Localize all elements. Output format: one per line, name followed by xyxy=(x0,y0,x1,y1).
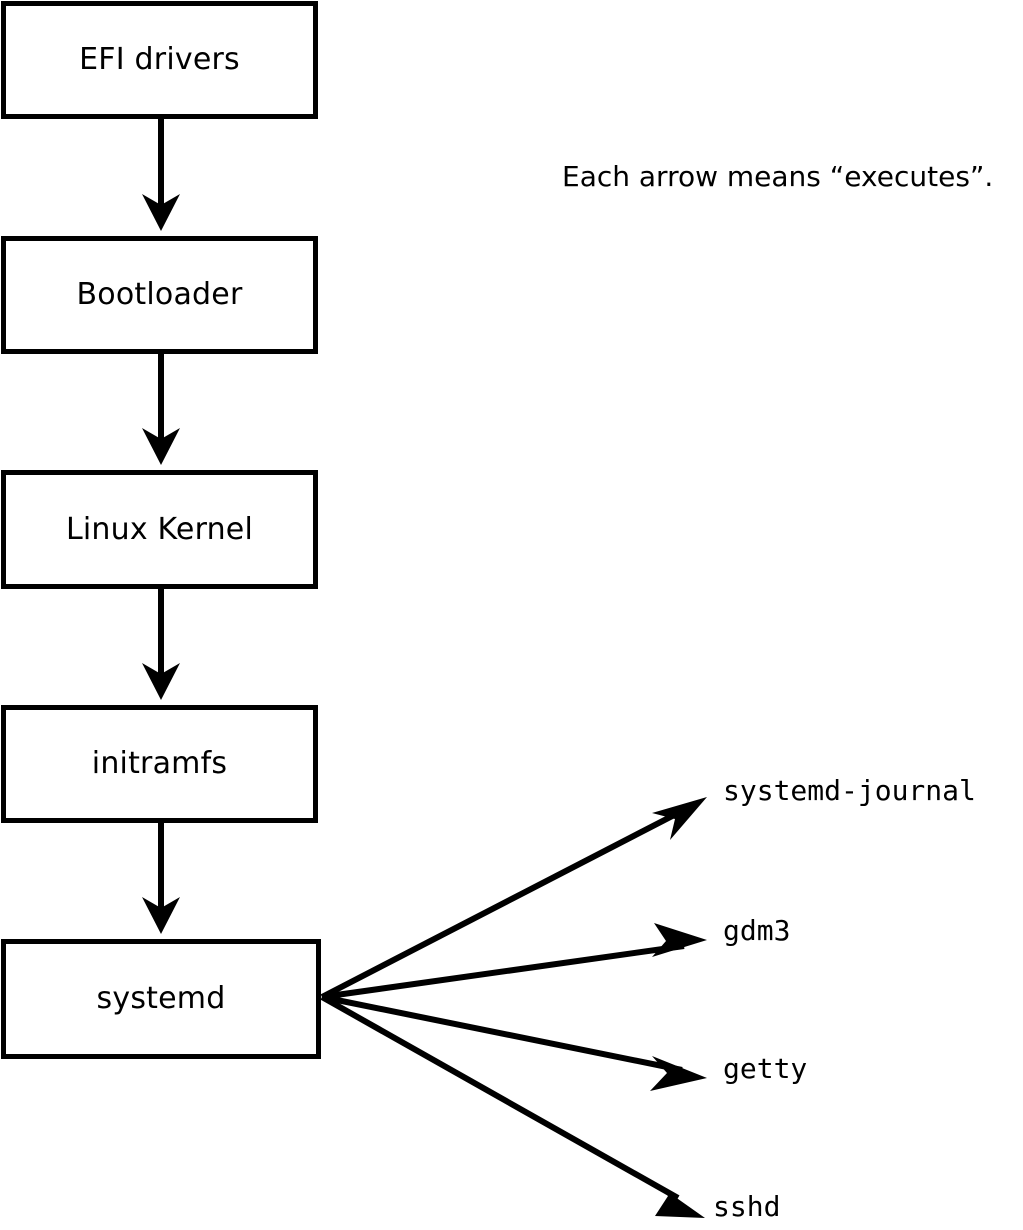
arrowhead-bootloader-to-kernel xyxy=(142,428,180,465)
arrowhead-kernel-to-initramfs xyxy=(142,663,180,700)
arrowhead-getty xyxy=(650,1056,707,1091)
leaf-label-gdm3: gdm3 xyxy=(723,914,791,947)
arrow-systemd-to-gdm3 xyxy=(321,943,685,1000)
node-label-systemd: systemd xyxy=(96,981,226,1016)
arrow-systemd-to-getty xyxy=(321,994,683,1073)
diagram-caption: Each arrow means “executes”. xyxy=(562,160,994,193)
arrowhead-systemd-journal xyxy=(652,797,707,840)
leaf-label-systemd-journal: systemd-journal xyxy=(723,774,976,807)
node-label-linux-kernel: Linux Kernel xyxy=(65,511,253,547)
node-box-efi-drivers[interactable]: EFI drivers xyxy=(1,1,318,119)
node-box-bootloader[interactable]: Bootloader xyxy=(1,236,318,354)
node-box-linux-kernel[interactable]: Linux Kernel xyxy=(1,470,318,589)
node-box-systemd[interactable]: systemd xyxy=(1,939,321,1059)
arrow-systemd-to-systemd-journal xyxy=(320,808,684,1000)
arrowhead-efi-to-bootloader xyxy=(142,194,180,231)
arrow-systemd-to-sshd xyxy=(320,994,680,1201)
node-label-bootloader: Bootloader xyxy=(76,277,243,312)
node-label-efi-drivers: EFI drivers xyxy=(79,42,240,77)
arrowhead-sshd xyxy=(654,1182,705,1218)
leaf-label-sshd: sshd xyxy=(713,1190,781,1223)
node-box-initramfs[interactable]: initramfs xyxy=(1,705,318,823)
arrowhead-initramfs-to-systemd xyxy=(142,897,180,934)
leaf-label-getty: getty xyxy=(723,1052,808,1085)
arrowhead-gdm3 xyxy=(652,923,707,957)
node-label-initramfs: initramfs xyxy=(91,746,228,781)
